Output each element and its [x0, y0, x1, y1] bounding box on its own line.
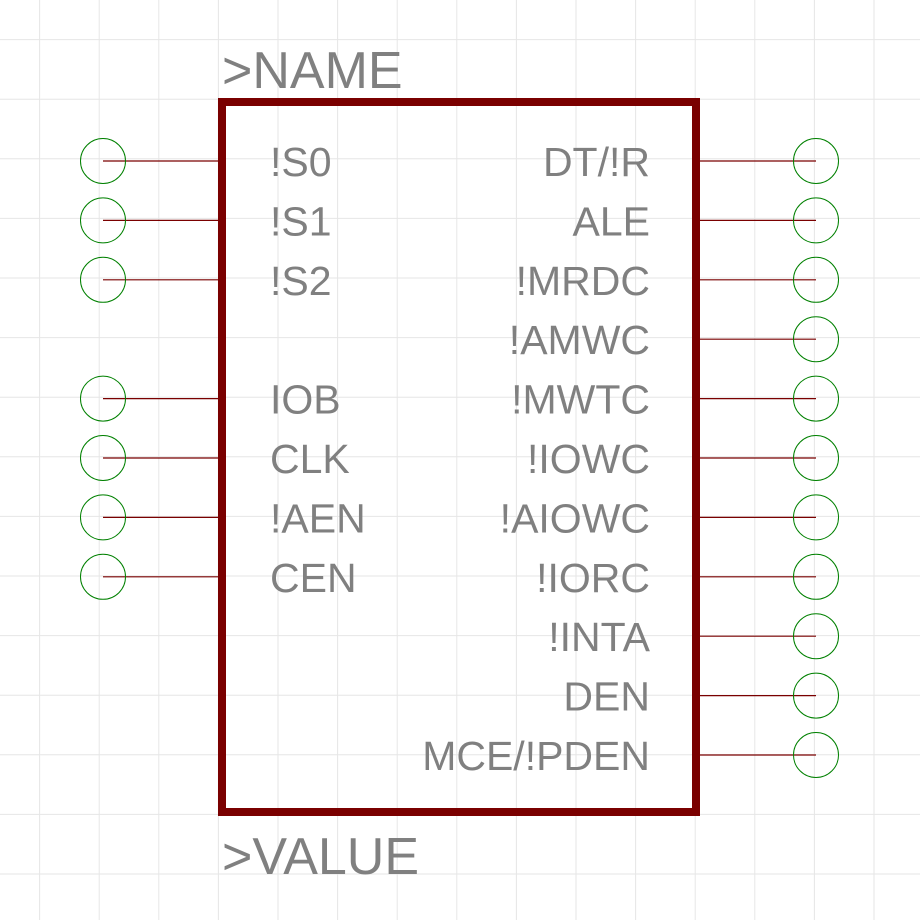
- left-pin[interactable]: CEN: [80, 553, 357, 601]
- pin-endpoint-icon[interactable]: [80, 435, 126, 481]
- pin-endpoint-icon[interactable]: [80, 138, 126, 184]
- pin-endpoint-icon[interactable]: [793, 435, 839, 481]
- left-pin[interactable]: !AEN: [80, 494, 366, 542]
- pin-label: !AEN: [270, 495, 366, 541]
- pin-endpoint-icon[interactable]: [793, 613, 839, 660]
- right-pin[interactable]: !AMWC: [509, 316, 839, 364]
- right-pin-group: DT/!R ALE !MRDC !AMWC !MWTC !IOWC !AIOWC !IORC!…: [422, 138, 839, 780]
- pin-label: CEN: [270, 555, 357, 601]
- pin-endpoint-icon[interactable]: [80, 553, 126, 600]
- pin-label: !AMWC: [509, 317, 650, 363]
- pin-label: MCE/!PDEN: [422, 733, 650, 779]
- pin-endpoint-icon[interactable]: [793, 316, 839, 363]
- right-pin[interactable]: !IORC: [536, 553, 839, 601]
- value-label: >VALUE: [222, 828, 419, 886]
- pin-endpoint-icon[interactable]: [80, 256, 126, 303]
- pin-label: !IORC: [536, 555, 650, 601]
- right-pin[interactable]: ALE: [573, 197, 839, 245]
- pin-label: CLK: [270, 436, 350, 482]
- right-pin[interactable]: !INTA: [548, 613, 839, 661]
- right-pin[interactable]: !MWTC: [511, 375, 839, 423]
- pin-label: IOB: [270, 377, 341, 423]
- pin-endpoint-icon[interactable]: [80, 494, 126, 541]
- pin-label: DEN: [563, 674, 650, 720]
- left-pin[interactable]: CLK: [80, 435, 350, 483]
- pin-endpoint-icon[interactable]: [793, 672, 839, 719]
- pin-endpoint-icon[interactable]: [793, 553, 839, 600]
- pin-label: !MWTC: [511, 377, 650, 423]
- pin-endpoint-icon[interactable]: [80, 197, 126, 244]
- left-pin[interactable]: !S1: [80, 197, 332, 245]
- name-label: >NAME: [222, 42, 403, 100]
- pin-label: DT/!R: [543, 139, 650, 185]
- pin-label: !AIOWC: [500, 495, 650, 541]
- right-pin[interactable]: !IOWC: [527, 435, 839, 483]
- pin-label: ALE: [573, 198, 651, 244]
- component-body[interactable]: [218, 98, 700, 816]
- pin-label: !S1: [270, 198, 332, 244]
- pin-endpoint-icon[interactable]: [793, 732, 839, 778]
- pin-label: !S2: [270, 258, 332, 304]
- pin-endpoint-icon[interactable]: [80, 375, 126, 422]
- left-pin[interactable]: !S0: [80, 138, 332, 186]
- pin-label: !INTA: [548, 614, 650, 660]
- pin-endpoint-icon[interactable]: [793, 197, 839, 244]
- pin-endpoint-icon[interactable]: [793, 138, 839, 184]
- right-pin[interactable]: !MRDC: [516, 256, 839, 304]
- pin-label: !S0: [270, 139, 332, 185]
- pin-endpoint-icon[interactable]: [793, 256, 839, 303]
- pin-label: !IOWC: [527, 436, 650, 482]
- right-pin[interactable]: !AIOWC: [500, 494, 839, 542]
- right-pin[interactable]: MCE/!PDEN: [422, 732, 839, 780]
- pin-endpoint-icon[interactable]: [793, 494, 839, 541]
- left-pin[interactable]: IOB: [80, 375, 341, 423]
- pin-endpoint-icon[interactable]: [793, 375, 839, 422]
- right-pin[interactable]: DEN: [563, 672, 839, 720]
- right-pin[interactable]: DT/!R: [543, 138, 839, 186]
- pin-label: !MRDC: [516, 258, 650, 304]
- left-pin[interactable]: !S2: [80, 256, 332, 304]
